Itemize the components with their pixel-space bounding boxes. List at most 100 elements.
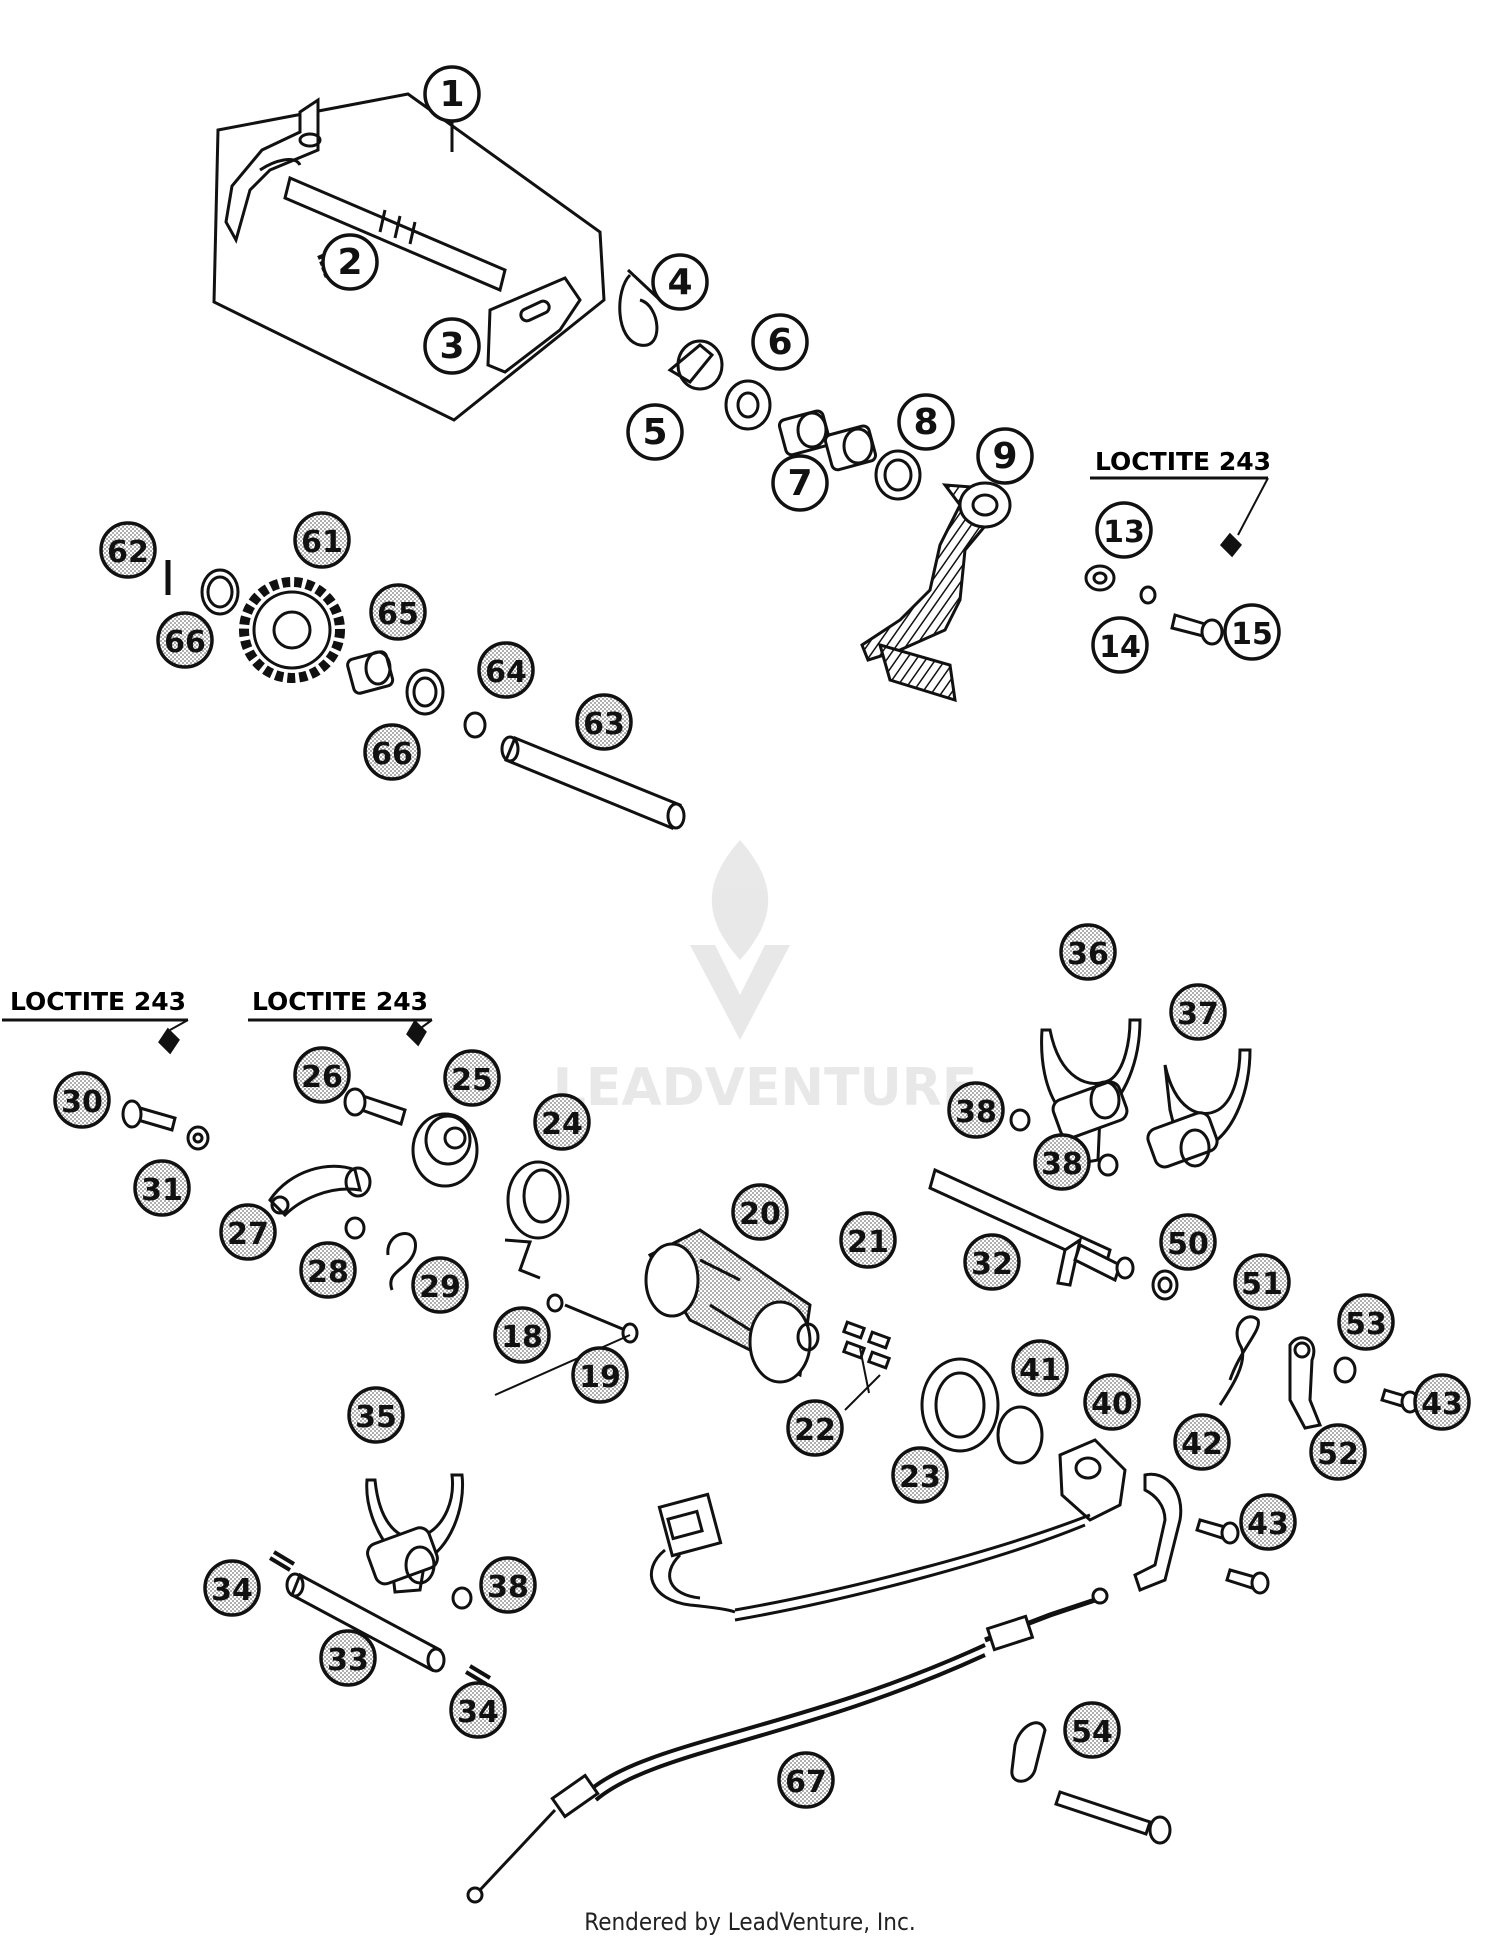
callout-30: 30 — [53, 1071, 111, 1129]
watermark-logo: LEADVENTURE — [553, 840, 978, 1118]
callout-circle — [1159, 1213, 1217, 1271]
shift-shaft-assembly — [212, 92, 606, 422]
callout-65: 65 — [369, 583, 427, 641]
callout-circle — [411, 1256, 469, 1314]
callout-29: 29 — [411, 1256, 469, 1314]
callout-number: 3 — [439, 326, 464, 367]
callout-number: 32 — [971, 1247, 1013, 1282]
callout-34: 34 — [203, 1559, 261, 1617]
callout-number: 42 — [1181, 1427, 1223, 1462]
callout-number: 20 — [739, 1197, 781, 1232]
callout-61: 61 — [293, 511, 351, 569]
callout-circle — [156, 611, 214, 669]
callout-circle — [299, 1241, 357, 1299]
callout-circle — [1091, 616, 1149, 674]
callout-circle — [839, 1211, 897, 1269]
callout-circle — [443, 1049, 501, 1107]
callout-number: 50 — [1167, 1227, 1209, 1262]
callout-circle — [479, 1556, 537, 1614]
callout-4: 4 — [651, 253, 709, 311]
callout-number: 15 — [1231, 617, 1273, 652]
callout-circle — [1309, 1423, 1367, 1481]
callout-15: 15 — [1223, 603, 1281, 661]
callout-25: 25 — [443, 1049, 501, 1107]
callout-18: 18 — [493, 1306, 551, 1364]
callout-21: 21 — [839, 1211, 897, 1269]
callout-24: 24 — [533, 1093, 591, 1151]
callout-circle — [963, 1233, 1021, 1291]
callout-circle — [1083, 1373, 1141, 1431]
callout-number: 43 — [1421, 1387, 1463, 1422]
callout-32: 32 — [963, 1233, 1021, 1291]
callout-40: 40 — [1083, 1373, 1141, 1431]
loctite-note-mid: LOCTITE 243 — [248, 987, 433, 1031]
callout-circle — [1239, 1493, 1297, 1551]
callout-1: 1 — [423, 65, 481, 123]
callout-number: 23 — [899, 1460, 941, 1495]
callout-33: 33 — [319, 1629, 377, 1687]
callout-38: 38 — [479, 1556, 537, 1614]
callout-number: 62 — [107, 535, 149, 570]
callout-circle — [533, 1093, 591, 1151]
callout-circle — [771, 454, 829, 512]
callout-circle — [1173, 1413, 1231, 1471]
callout-circle — [1337, 1293, 1395, 1351]
callout-7: 7 — [771, 454, 829, 512]
loctite-note-upper: LOCTITE 243 — [1090, 447, 1271, 536]
callout-27: 27 — [219, 1203, 277, 1261]
callout-23: 23 — [891, 1446, 949, 1504]
callout-number: 29 — [419, 1270, 461, 1305]
callout-circle — [786, 1399, 844, 1457]
callout-number: 26 — [301, 1060, 343, 1095]
loctite-note-text: LOCTITE 243 — [252, 987, 428, 1016]
callout-number: 5 — [642, 412, 667, 453]
callout-22: 22 — [786, 1399, 844, 1457]
callout-circle — [897, 393, 955, 451]
callout-circle — [626, 403, 684, 461]
callout-circle — [219, 1203, 277, 1261]
callout-number: 34 — [211, 1573, 253, 1608]
callout-50: 50 — [1159, 1213, 1217, 1271]
callout-circle — [203, 1559, 261, 1617]
callout-number: 53 — [1345, 1307, 1387, 1342]
callout-circle — [1223, 603, 1281, 661]
callout-circle — [293, 1046, 351, 1104]
callout-number: 43 — [1247, 1507, 1289, 1542]
callout-number: 65 — [377, 597, 419, 632]
callout-circle — [751, 313, 809, 371]
callout-41: 41 — [1011, 1339, 1069, 1397]
callout-number: 1 — [439, 74, 464, 115]
callout-circle — [777, 1751, 835, 1809]
callout-number: 30 — [61, 1085, 103, 1120]
callout-43: 43 — [1239, 1493, 1297, 1551]
callout-42: 42 — [1173, 1413, 1231, 1471]
callout-number: 7 — [787, 463, 812, 504]
callout-number: 21 — [847, 1225, 889, 1260]
callout-35: 35 — [347, 1386, 405, 1444]
callout-circle — [99, 521, 157, 579]
callout-number: 38 — [487, 1570, 529, 1605]
callout-36: 36 — [1059, 923, 1117, 981]
callout-3: 3 — [423, 317, 481, 375]
watermark-text: LEADVENTURE — [553, 1058, 978, 1118]
shift-drum-locator-group — [121, 1019, 639, 1344]
callout-circle — [1413, 1373, 1471, 1431]
callout-66: 66 — [156, 611, 214, 669]
callout-circle — [53, 1071, 111, 1129]
callout-52: 52 — [1309, 1423, 1367, 1481]
callout-43: 43 — [1413, 1373, 1471, 1431]
callout-circle — [1095, 501, 1153, 559]
callout-number: 34 — [457, 1695, 499, 1730]
callout-20: 20 — [731, 1183, 789, 1241]
callout-number: 66 — [164, 625, 206, 660]
callout-circle — [347, 1386, 405, 1444]
callout-circle — [1063, 1701, 1121, 1759]
callout-circle — [571, 1346, 629, 1404]
callout-number: 6 — [767, 322, 792, 363]
callout-2: 2 — [321, 233, 379, 291]
callout-circle — [1033, 1133, 1091, 1191]
callout-53: 53 — [1337, 1293, 1395, 1351]
callout-8: 8 — [897, 393, 955, 451]
callout-number: 22 — [794, 1413, 836, 1448]
